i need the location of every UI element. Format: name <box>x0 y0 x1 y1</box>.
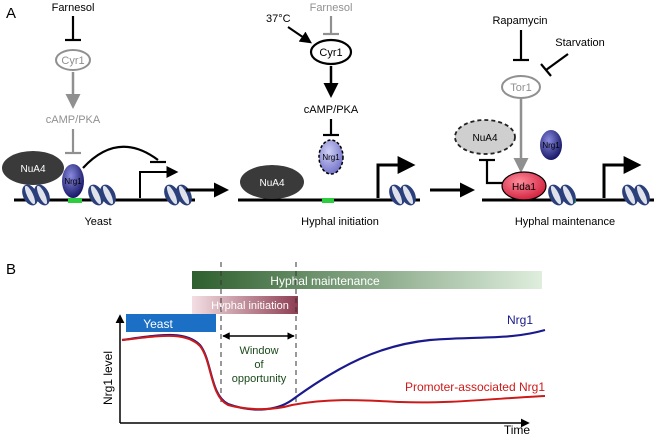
hda1-deacetylase <box>501 171 547 201</box>
hyphal-maintenance-bar <box>192 271 542 289</box>
nrg1-repression-curve <box>82 145 159 169</box>
starvation-label: Starvation <box>555 37 605 49</box>
hyphal-initiation-bar <box>192 296 298 314</box>
hyphal-initiation-bar-label: Hyphal initiation <box>211 300 289 312</box>
x-axis-label: Time <box>504 423 531 437</box>
hyphal-maintenance-state: Rapamycin Starvation Tor1 NuA4 Nrg1 Hda1… <box>454 15 654 228</box>
nua4-label: NuA4 <box>472 133 497 144</box>
hyphal-maintenance-bar-label: Hyphal maintenance <box>270 274 380 288</box>
nrg1-label: Nrg1 <box>542 141 560 150</box>
yeast-bar-label: Yeast <box>143 317 173 331</box>
hda1-inhibits-nua4-line <box>485 160 508 185</box>
yeast-transcription-start-arrow <box>139 166 179 198</box>
nua4-label: NuA4 <box>259 178 284 189</box>
y-axis-label: Nrg1 level <box>101 351 115 405</box>
nrg1-curve <box>121 328 546 411</box>
cyr1-label: Cyr1 <box>319 47 342 59</box>
window-text-line-3: opportunity <box>232 373 287 385</box>
maintenance-transcription-start-arrow <box>602 156 642 198</box>
camp-pka-label: cAMP/PKA <box>304 104 359 116</box>
window-text-line-1: Window <box>239 345 278 357</box>
cyr1-node <box>55 49 91 71</box>
starvation-inhibition-line <box>545 53 569 71</box>
nrg1-series-label: Nrg1 <box>507 313 533 327</box>
nrg1-released <box>318 139 344 175</box>
nua4-complex <box>454 119 516 155</box>
nrg1-label: Nrg1 <box>322 153 340 162</box>
window-text-line-2: of <box>254 359 264 371</box>
panel-a-label: A <box>6 5 16 22</box>
hyphal-initiation-state: Farnesol 37°C Cyr1 cAMP/PKA Nrg1 NuA4 Hy… <box>238 2 420 228</box>
temperature-arrow <box>287 26 312 44</box>
farnesol-label: Farnesol <box>52 2 95 14</box>
promoter-nrg1-curve <box>121 334 546 411</box>
cyr1-node <box>309 38 353 66</box>
nua4-label: NuA4 <box>20 164 45 175</box>
yeast-bar <box>126 314 216 332</box>
temperature-label: 37°C <box>266 13 291 25</box>
rapamycin-label: Rapamycin <box>492 15 547 27</box>
panel-b-label: B <box>6 261 16 278</box>
maintenance-caption: Hyphal maintenance <box>515 216 615 228</box>
nrg1-repressor <box>62 164 84 198</box>
nua4-complex <box>2 151 64 185</box>
nua4-complex <box>240 165 304 199</box>
initiation-transcription-start-arrow <box>376 156 416 198</box>
initiation-caption: Hyphal initiation <box>301 216 379 228</box>
starvation-inhibition-bar <box>540 63 552 77</box>
camp-pka-label: cAMP/PKA <box>46 114 101 126</box>
yeast-binding-site <box>68 198 82 203</box>
tor1-node <box>501 75 541 99</box>
farnesol-label: Farnesol <box>310 2 353 14</box>
cyr1-label: Cyr1 <box>61 55 84 67</box>
tor1-label: Tor1 <box>510 82 531 94</box>
initiation-binding-site <box>322 198 334 203</box>
promoter-nrg1-series-label: Promoter-associated Nrg1 <box>405 380 545 394</box>
nrg1-free <box>540 130 562 160</box>
hda1-label: Hda1 <box>512 182 536 193</box>
yeast-state: Farnesol Cyr1 cAMP/PKA NuA4 Nrg1 Yeast <box>2 2 195 228</box>
yeast-caption: Yeast <box>84 216 111 228</box>
nrg1-label: Nrg1 <box>64 177 82 186</box>
